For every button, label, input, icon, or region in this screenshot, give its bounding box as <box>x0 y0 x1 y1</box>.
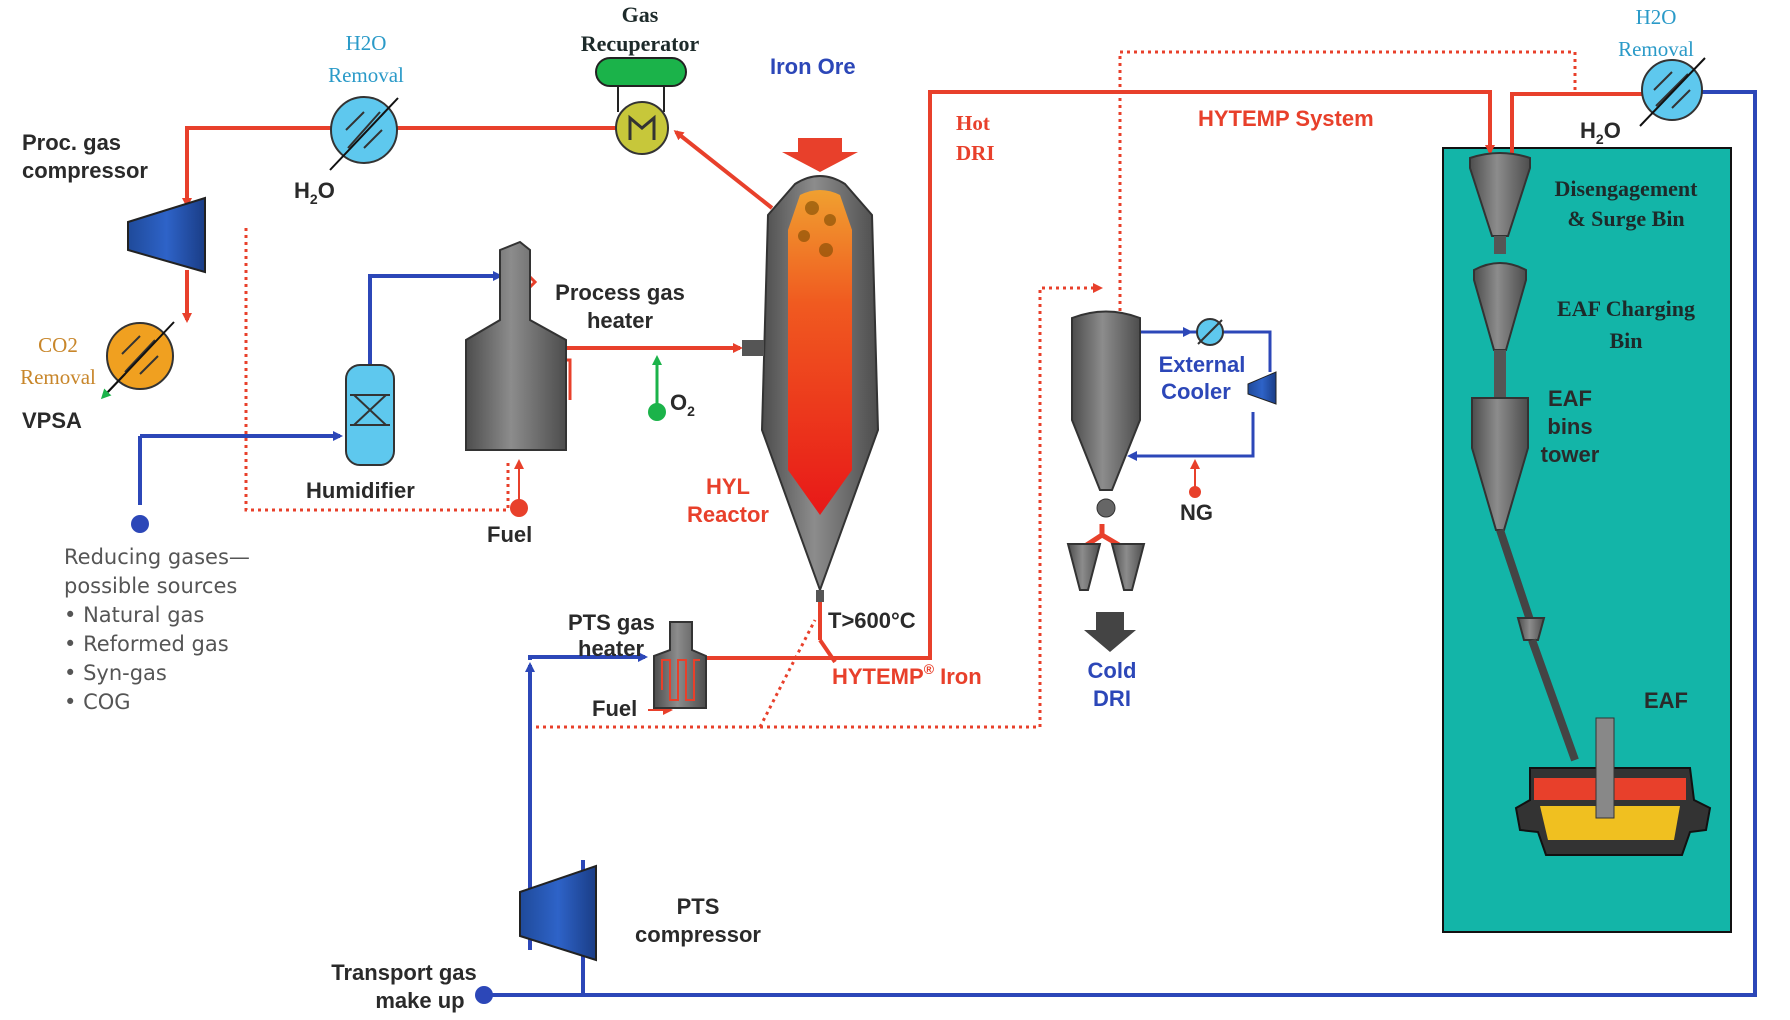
co2-removal-label-2: Removal <box>20 365 96 389</box>
hyl-reactor <box>742 175 880 602</box>
hytemp-system-label: HYTEMP System <box>1198 106 1374 131</box>
reducing-gases-dot <box>131 515 149 533</box>
dri-cooler-vessel <box>1066 310 1146 652</box>
fuel-label-1: Fuel <box>487 522 532 547</box>
o2-label: O2 <box>670 390 695 419</box>
iron-ore-arrow <box>782 138 858 172</box>
hot-dri-label-1: Hot <box>956 111 990 135</box>
eaf-furnace <box>1514 717 1712 856</box>
pts-compressor-label-1: PTS <box>677 894 720 919</box>
transport-gas-label-2: make up <box>375 988 464 1013</box>
h2o-out-right-label: H2O <box>1580 118 1621 147</box>
co2-removal-unit <box>100 321 175 400</box>
reducing-gases-title-1: Reducing gases— <box>64 545 250 569</box>
reducing-gases-title-2: possible sources <box>64 574 237 598</box>
external-cooler-unit <box>1196 318 1277 405</box>
reducing-gases-item: • COG <box>64 690 131 714</box>
proc-gas-compressor-label-1: Proc. gas <box>22 130 121 155</box>
proc-gas-compressor <box>127 196 206 274</box>
h2o-removal-unit-left <box>329 96 399 171</box>
transport-gas-label-1: Transport gas <box>331 960 476 985</box>
hyl-reactor-label-1: HYL <box>706 474 750 499</box>
hytemp-iron-label: HYTEMP® Iron <box>832 661 982 689</box>
transport-gas-dot <box>475 986 493 1004</box>
o2-feed <box>648 355 666 421</box>
vpsa-label: VPSA <box>22 408 82 433</box>
eaf-bins-label-3: tower <box>1541 442 1600 467</box>
ng-label: NG <box>1180 500 1213 525</box>
humidifier <box>345 364 395 466</box>
gas-recuperator-label-2: Recuperator <box>581 31 700 56</box>
pts-compressor-label-2: compressor <box>635 922 761 947</box>
pts-gas-heater <box>653 621 707 709</box>
co2-removal-label-1: CO2 <box>38 333 78 357</box>
disengagement-label-1: Disengagement <box>1555 176 1699 201</box>
process-gas-heater-label-1: Process gas <box>555 280 685 305</box>
reducing-gases-item: • Reformed gas <box>64 632 229 656</box>
iron-ore-label: Iron Ore <box>770 54 856 79</box>
h2o-removal-unit-right <box>1639 57 1706 127</box>
disengagement-label-2: & Surge Bin <box>1567 206 1684 231</box>
cold-gas-lines <box>138 90 1757 997</box>
temperature-label: T>600°C <box>828 608 916 633</box>
hot-gas-lines <box>182 90 1660 715</box>
eaf-bins-label-2: bins <box>1547 414 1592 439</box>
eaf-bins-label-1: EAF <box>1548 386 1592 411</box>
external-cooler-label-1: External <box>1159 352 1246 377</box>
fuel-source-dot <box>510 499 528 517</box>
fuel-label-2: Fuel <box>592 696 637 721</box>
cold-dri-label-1: Cold <box>1088 658 1137 683</box>
h2o-removal-left-label-2: Removal <box>328 63 404 87</box>
eaf-bins-train <box>1469 152 1579 762</box>
eaf-charging-label-2: Bin <box>1609 328 1642 353</box>
proc-gas-compressor-label-2: compressor <box>22 158 148 183</box>
cold-dri-label-2: DRI <box>1093 686 1131 711</box>
humidifier-label: Humidifier <box>306 478 415 503</box>
ng-source-dot <box>1189 486 1201 498</box>
process-gas-heater-label-2: heater <box>587 308 653 333</box>
dotted-lines <box>244 50 1577 729</box>
h2o-out-left-label: H2O <box>294 178 335 207</box>
pts-gas-heater-label-2: heater <box>578 636 644 661</box>
hot-dri-label-2: DRI <box>956 141 995 165</box>
h2o-removal-right-label-1: H2O <box>1636 5 1677 29</box>
h2o-removal-right-label-2: Removal <box>1618 37 1694 61</box>
h2o-removal-left-label-1: H2O <box>346 31 387 55</box>
gas-recuperator <box>595 57 687 155</box>
external-cooler-label-2: Cooler <box>1161 379 1231 404</box>
process-gas-heater <box>465 240 567 451</box>
hyl-reactor-label-2: Reactor <box>687 502 769 527</box>
pts-compressor <box>519 864 597 962</box>
pts-gas-heater-label-1: PTS gas <box>568 610 655 635</box>
reducing-gases-item: • Natural gas <box>64 603 204 627</box>
reducing-gases-list: Reducing gases— possible sources • Natur… <box>64 545 250 714</box>
eaf-label: EAF <box>1644 688 1688 713</box>
gas-recuperator-label-1: Gas <box>622 2 659 27</box>
reducing-gases-item: • Syn-gas <box>64 661 167 685</box>
eaf-charging-label-1: EAF Charging <box>1557 296 1695 321</box>
